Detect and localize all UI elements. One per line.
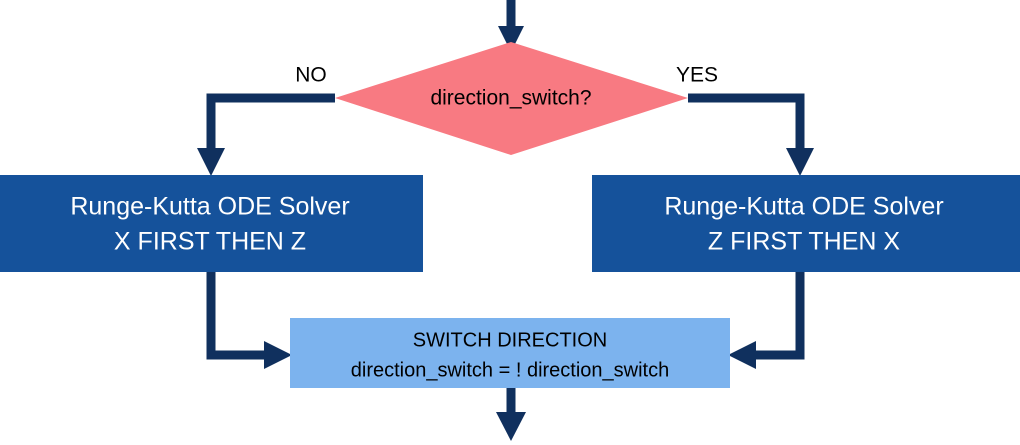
process-node-left[interactable]: Runge-Kutta ODE Solver X FIRST THEN Z	[0, 175, 423, 272]
process-left-line1: Runge-Kutta ODE Solver	[70, 193, 349, 221]
yes-branch-connector	[688, 93, 814, 176]
process-right-line2: Z FIRST THEN X	[708, 228, 900, 256]
switch-direction-node[interactable]: SWITCH DIRECTION direction_switch = ! di…	[290, 318, 730, 388]
exit-arrow	[496, 388, 526, 441]
process-left-line2: X FIRST THEN Z	[114, 228, 306, 256]
right-merge-connector	[728, 272, 805, 369]
connector-layer	[197, 0, 814, 441]
switch-box-line1: SWITCH DIRECTION	[413, 329, 607, 351]
process-right-line1: Runge-Kutta ODE Solver	[664, 193, 943, 221]
no-branch-connector	[197, 93, 335, 176]
no-branch-label: NO	[295, 64, 327, 87]
left-merge-connector	[206, 272, 292, 369]
switch-box-line2: direction_switch = ! direction_switch	[351, 359, 669, 381]
entry-arrow	[498, 0, 524, 52]
decision-node[interactable]: direction_switch?	[335, 42, 688, 155]
decision-label: direction_switch?	[430, 87, 591, 110]
yes-branch-label: YES	[676, 64, 718, 87]
process-node-right[interactable]: Runge-Kutta ODE Solver Z FIRST THEN X	[592, 175, 1020, 272]
